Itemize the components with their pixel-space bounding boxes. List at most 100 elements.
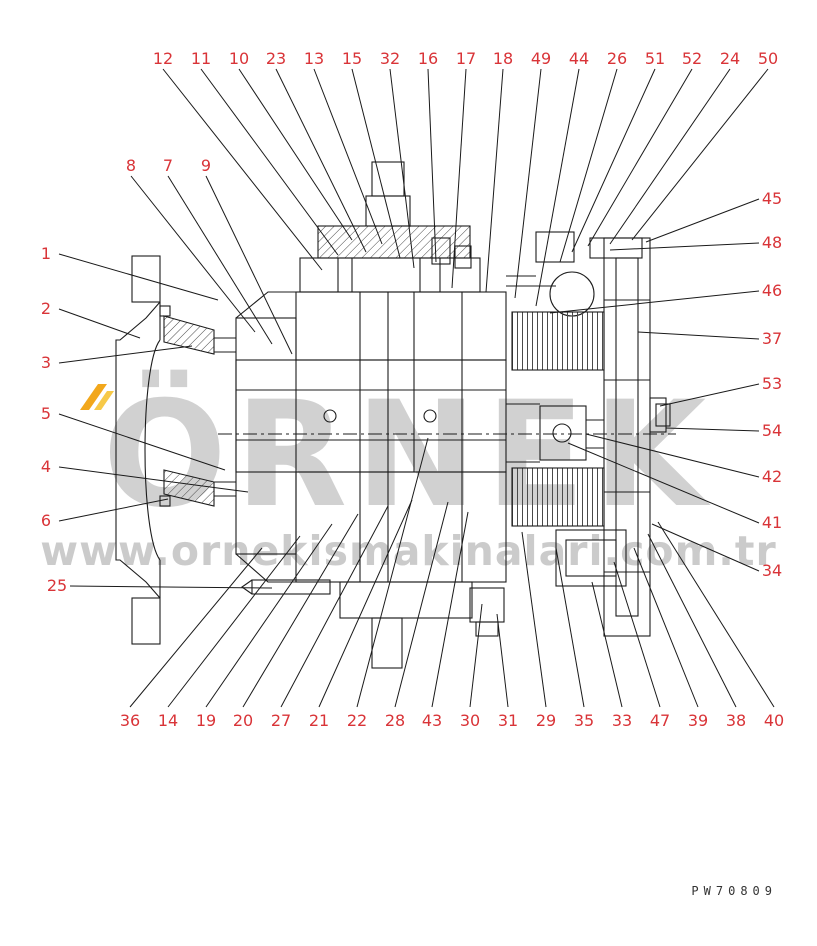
leader-line-33 bbox=[591, 581, 623, 708]
callout-4: 4 bbox=[41, 457, 51, 476]
callout-19: 19 bbox=[196, 711, 216, 730]
head-detail-lines bbox=[337, 258, 441, 292]
front-head-slant-bottom bbox=[235, 553, 340, 583]
leader-line-54 bbox=[665, 427, 760, 432]
shaft-lines bbox=[506, 403, 540, 463]
callout-15: 15 bbox=[342, 49, 362, 68]
leader-line-1 bbox=[58, 253, 219, 301]
leader-line-2 bbox=[58, 308, 141, 339]
leader-line-37 bbox=[637, 331, 760, 340]
callout-25: 25 bbox=[47, 576, 67, 595]
leader-line-24 bbox=[609, 68, 731, 245]
pulley-steps bbox=[604, 299, 650, 573]
valve-small-1 bbox=[431, 237, 451, 265]
bearing-cone-bottom bbox=[163, 469, 215, 507]
leader-line-39 bbox=[633, 547, 699, 708]
front-head bbox=[235, 317, 297, 555]
hub-nut bbox=[655, 403, 671, 427]
callout-33: 33 bbox=[612, 711, 632, 730]
bracket-nub-bottom bbox=[159, 495, 171, 507]
leader-line-41 bbox=[567, 442, 760, 524]
leader-line-45 bbox=[645, 198, 760, 243]
callout-41: 41 bbox=[762, 513, 782, 532]
callout-54: 54 bbox=[762, 421, 782, 440]
callout-5: 5 bbox=[41, 404, 51, 423]
leader-line-17 bbox=[451, 68, 467, 289]
front-head-slant-top bbox=[235, 291, 296, 319]
callout-26: 26 bbox=[607, 49, 627, 68]
leader-line-23 bbox=[275, 68, 367, 253]
bearing-cone-top bbox=[163, 315, 215, 355]
drain-valve bbox=[469, 587, 505, 623]
callout-31: 31 bbox=[498, 711, 518, 730]
callout-17: 17 bbox=[456, 49, 476, 68]
callout-21: 21 bbox=[309, 711, 329, 730]
leader-line-8 bbox=[130, 175, 256, 333]
leader-line-18 bbox=[485, 68, 504, 293]
callout-49: 49 bbox=[531, 49, 551, 68]
bracket-outline bbox=[115, 301, 161, 599]
drain-plug bbox=[475, 621, 499, 637]
oil-pan bbox=[339, 581, 473, 619]
bracket-nub-top bbox=[159, 305, 171, 317]
leader-line-28 bbox=[394, 501, 449, 708]
callout-32: 32 bbox=[380, 49, 400, 68]
compressor-drawing bbox=[115, 161, 676, 669]
leader-line-12 bbox=[162, 68, 323, 271]
part-code: PW70809 bbox=[691, 884, 777, 898]
callout-16: 16 bbox=[418, 49, 438, 68]
leader-lines bbox=[58, 68, 775, 708]
clutch-coil-bottom bbox=[511, 467, 605, 527]
bracket-bottom-tab bbox=[131, 597, 161, 645]
rear-fitting bbox=[535, 231, 575, 263]
bracket-top-tab bbox=[131, 255, 161, 303]
leader-line-42 bbox=[585, 433, 760, 478]
callout-28: 28 bbox=[385, 711, 405, 730]
pulley-rim bbox=[603, 237, 651, 637]
callout-3: 3 bbox=[41, 353, 51, 372]
housing-section-lines bbox=[359, 292, 463, 582]
callout-12: 12 bbox=[153, 49, 173, 68]
callout-13: 13 bbox=[304, 49, 324, 68]
callout-42: 42 bbox=[762, 467, 782, 486]
leader-line-7 bbox=[167, 175, 273, 345]
callout-8: 8 bbox=[126, 156, 136, 175]
rear-bracket bbox=[555, 529, 627, 587]
piston-pin-right bbox=[423, 409, 437, 423]
upper-housing bbox=[295, 291, 507, 361]
leader-line-48 bbox=[609, 242, 760, 251]
clutch-coil-top bbox=[511, 311, 605, 371]
leader-line-36 bbox=[129, 547, 263, 708]
callout-48: 48 bbox=[762, 233, 782, 252]
hub-plate bbox=[649, 397, 667, 433]
long-bolt bbox=[251, 579, 331, 595]
rear-bracket-inner bbox=[565, 539, 617, 577]
callout-22: 22 bbox=[347, 711, 367, 730]
leader-line-19 bbox=[205, 523, 333, 708]
long-bolt-head bbox=[241, 579, 253, 595]
callout-18: 18 bbox=[493, 49, 513, 68]
callout-37: 37 bbox=[762, 329, 782, 348]
rear-head-lines bbox=[506, 275, 556, 287]
leader-line-10 bbox=[238, 68, 353, 241]
leader-line-35 bbox=[555, 547, 585, 708]
callout-51: 51 bbox=[645, 49, 665, 68]
cylinder-block bbox=[235, 359, 507, 473]
callout-36: 36 bbox=[120, 711, 140, 730]
valve-plate bbox=[317, 225, 471, 259]
leader-line-21 bbox=[318, 499, 413, 708]
leader-line-34 bbox=[651, 523, 760, 572]
shaft-end-lines bbox=[586, 419, 604, 449]
leader-line-50 bbox=[631, 68, 769, 241]
leader-line-32 bbox=[389, 68, 415, 269]
leader-line-27 bbox=[280, 505, 389, 708]
callout-27: 27 bbox=[271, 711, 291, 730]
callout-35: 35 bbox=[574, 711, 594, 730]
leader-line-49 bbox=[514, 68, 542, 299]
callout-7: 7 bbox=[163, 156, 173, 175]
leader-line-38 bbox=[647, 533, 737, 708]
leader-line-11 bbox=[200, 68, 339, 256]
